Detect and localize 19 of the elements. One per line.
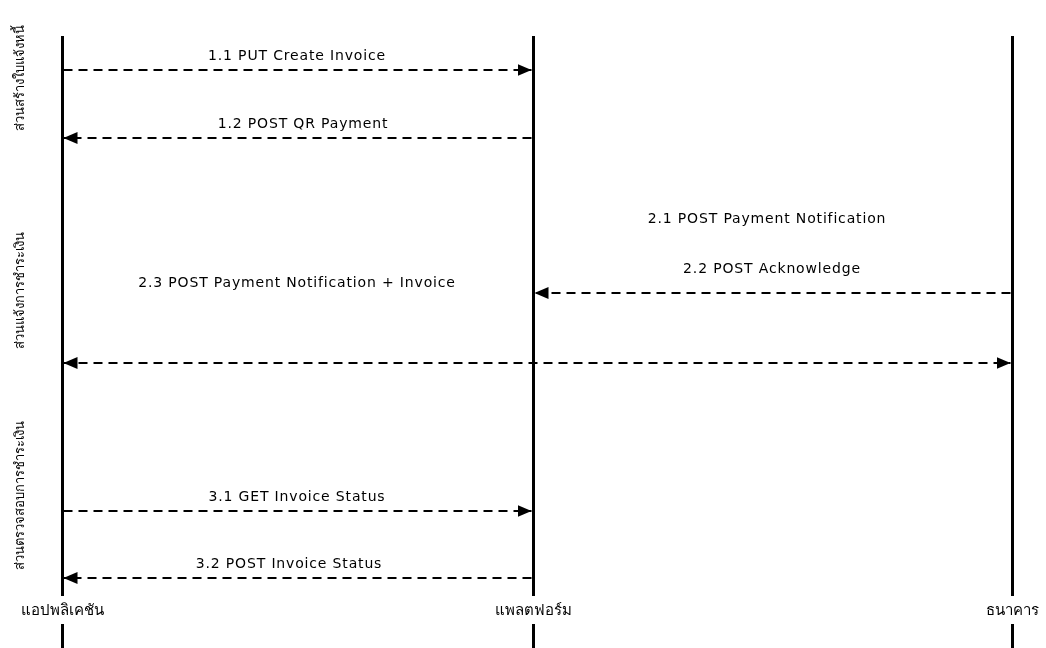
section-label: ส่วนแจ้งการชำระเงิน [11,231,28,349]
lifeline [60,36,64,596]
arrow [533,287,1012,299]
edge-label: 3.1 GET Invoice Status [208,487,386,506]
lifeline [1010,36,1014,596]
edge-label: 3.2 POST Invoice Status [195,554,383,573]
arrow [62,132,533,144]
edge-label: 1.1 PUT Create Invoice [208,46,386,65]
section-label: ส่วนตรวจสอบการชำระเงิน [11,420,28,570]
edge-label: 1.2 POST QR Payment [217,114,389,133]
arrow [62,357,1012,369]
arrow [62,572,533,584]
message-label: 2.2 POST Acknowledge [683,259,861,278]
message-label: 2.3 POST Payment Notification + Invoice [138,273,456,292]
edge-label: 2.1 POST Payment Notification [647,209,887,228]
arrow [62,64,533,76]
arrow [62,505,533,517]
section-label: ส่วนสร้างใบแจ้งหนี้ [10,25,28,131]
lifeline [531,36,535,596]
